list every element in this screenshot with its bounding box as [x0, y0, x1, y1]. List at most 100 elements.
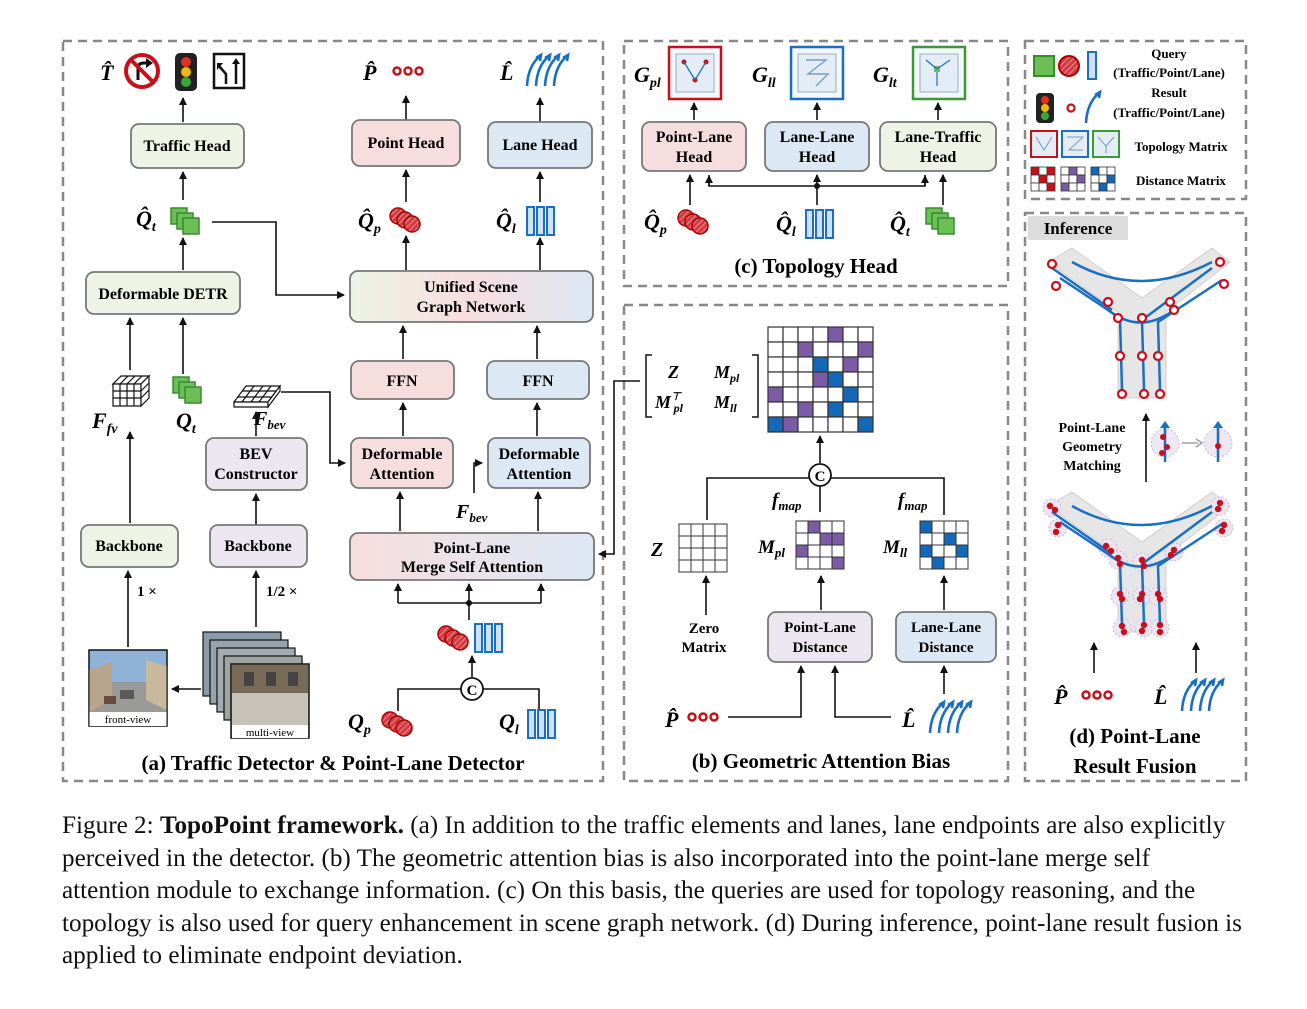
matrix-cell: [1098, 182, 1108, 192]
d-P-symbol: P̂: [1053, 684, 1068, 709]
deformable-detr-box: [85, 271, 241, 315]
matrix-cell: [1076, 166, 1086, 176]
zero-matrix-line1: Zero: [689, 621, 720, 637]
matrix-cell: [931, 556, 945, 570]
lane-results-icon: [525, 52, 570, 87]
block-matrix-notation: Z Mpl M⊤pl Mll: [645, 354, 759, 418]
matrix-cell: [931, 544, 945, 558]
panel-b: Z Mpl M⊤pl Mll C fmap fmap Z Mpl Mll Zer…: [598, 303, 1010, 783]
matrix-cell: [919, 556, 933, 570]
matrix-cell: [795, 520, 809, 534]
framework-figure: T̂ P̂ L̂: [61, 39, 1248, 783]
matrix-cell: [690, 547, 704, 561]
backbone-front-label: Backbone: [95, 538, 163, 555]
deformable-attention-lane-box: [487, 437, 591, 489]
concat-label-a: C: [467, 683, 478, 699]
zero-matrix-line2: Matrix: [682, 640, 727, 656]
merge-label-line1: Point-Lane: [434, 540, 510, 557]
matrix-cell: [767, 386, 784, 403]
deformable-detr-label: Deformable DETR: [98, 286, 228, 303]
matrix-cell: [1076, 174, 1086, 184]
matrix-cell: [819, 532, 833, 546]
panel-d: Inference Point-Lane Geometry Matching: [1023, 211, 1248, 783]
output-T-symbol: T̂: [100, 60, 115, 85]
matrix-cell: [1030, 166, 1040, 176]
matrix-cell: [797, 356, 814, 373]
matrix-cell: [831, 544, 845, 558]
matrix-cell: [842, 401, 859, 418]
legend-query-line2: (Traffic/Point/Lane): [1113, 65, 1225, 80]
matrix-cell: [767, 356, 784, 373]
traffic-light-icon: [175, 53, 197, 91]
matrix-cell: [842, 386, 859, 403]
matrix-cell: [1038, 174, 1048, 184]
matrix-cell: [1068, 182, 1078, 192]
m-ll-symbol: Mll: [882, 537, 908, 560]
matrix-cell: [1068, 174, 1078, 184]
matrix-cell: [797, 341, 814, 358]
no-right-turn-sign-icon: [124, 53, 160, 89]
matrix-cell: [1090, 174, 1100, 184]
legend-point-query-icon: [1058, 55, 1080, 77]
panel-d-title-line2: Result Fusion: [1073, 754, 1196, 778]
traffic-query-symbol: Qt: [176, 408, 197, 437]
lane-head-label: Lane Head: [502, 137, 577, 154]
matrix-cell: [767, 416, 784, 433]
matrix-cell: [714, 535, 728, 549]
matrix-cell: [827, 371, 844, 388]
matrix-cell: [782, 386, 799, 403]
matrix-cell: [1046, 182, 1056, 192]
lld-line1: Lane-Lane: [911, 620, 981, 636]
matrix-cell: [819, 556, 833, 570]
z-symbol: Z: [650, 539, 663, 561]
matrix-cell: [827, 416, 844, 433]
matrix-cell: [812, 326, 829, 343]
legend-distance-label: Distance Matrix: [1136, 173, 1226, 188]
matrix-cell: [807, 544, 821, 558]
panel-c: Gpl Gll Glt Point-Lane Head Lane-Lane He…: [622, 39, 1010, 288]
matrix-cell: [782, 371, 799, 388]
legend-result-line1: Result: [1151, 85, 1187, 100]
d-point-results-icon: [1081, 690, 1113, 700]
legend-lane-result-icon: [1084, 89, 1102, 124]
matrix-cell: [797, 416, 814, 433]
matrix-cell: [827, 386, 844, 403]
lane-head-box: [487, 121, 593, 169]
c-lane-query-icon: [805, 209, 834, 239]
matrix-cell: [702, 523, 716, 537]
panel-a: T̂ P̂ L̂: [61, 39, 605, 783]
matrix-cell: [955, 532, 969, 546]
matching-line2: Geometry: [1062, 440, 1122, 455]
matrix-cell: [842, 326, 859, 343]
matrix-cell: [1038, 182, 1048, 192]
matrix-cell: [782, 356, 799, 373]
matrix-cell: [842, 341, 859, 358]
legend-distance-matrix-icons: [1030, 166, 1116, 192]
c-traffic-query-symbol: Q̂t: [890, 211, 911, 240]
ffn-point-box: [350, 360, 455, 400]
lane-query-hat-symbol: Q̂l: [496, 208, 516, 237]
legend-result-line2: (Traffic/Point/Lane): [1113, 105, 1225, 120]
matrix-cell: [690, 535, 704, 549]
matrix-cell: [807, 556, 821, 570]
matrix-cell: [857, 341, 874, 358]
block-Mll: Mll: [713, 392, 737, 415]
matrix-cell: [797, 386, 814, 403]
matrix-cell: [857, 326, 874, 343]
lld-line2: Distance: [919, 640, 974, 656]
m-pl-symbol: Mpl: [757, 537, 785, 560]
matrix-cell: [919, 532, 933, 546]
b-P-symbol: P̂: [664, 707, 679, 732]
caption-bold: TopoPoint framework.: [159, 812, 404, 839]
legend-traffic-light-icon: [1036, 93, 1054, 123]
g-pl-topology-icon: [667, 45, 723, 101]
legend-border: [1023, 39, 1248, 201]
panel-d-border: [1023, 211, 1248, 783]
multi-view-label: multi-view: [246, 727, 294, 739]
legend-topology-label: Topology Matrix: [1134, 139, 1228, 154]
matrix-cell: [795, 532, 809, 546]
matrix-cell: [831, 532, 845, 546]
matrix-cell: [1106, 174, 1116, 184]
inference-map-after: [1042, 491, 1234, 638]
matrix-cell: [943, 520, 957, 534]
